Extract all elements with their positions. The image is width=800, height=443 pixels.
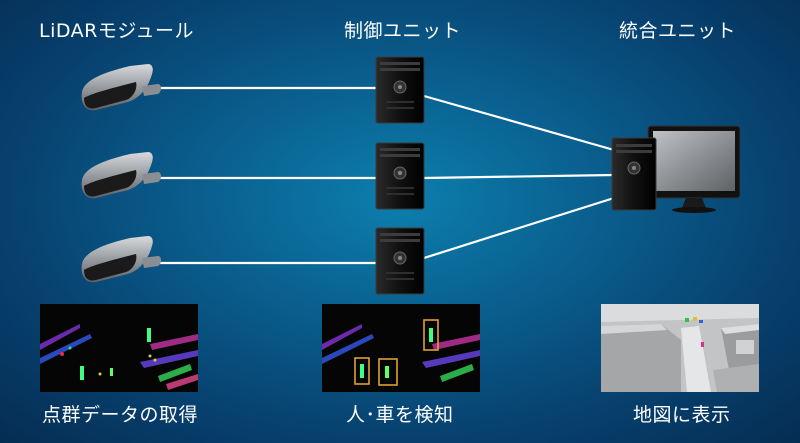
connection-line: [423, 173, 615, 180]
control-unit-server-icon: [375, 142, 425, 210]
pointcloud-thumbnail: [40, 304, 198, 392]
detection-box: [354, 357, 370, 385]
connection-line: [423, 94, 615, 152]
lidar-sensor-icon: [81, 64, 161, 111]
lidar-sensor-icon: [81, 152, 161, 199]
map-caption: 地図に表示: [633, 404, 731, 426]
integration-unit-computer-icon: [611, 125, 741, 213]
detection-box: [423, 319, 439, 351]
lidar-module-heading: LiDARモジュール: [39, 20, 195, 42]
control-unit-server-icon: [375, 56, 425, 124]
detection-thumbnail: [322, 304, 480, 392]
pointcloud-caption: 点群データの取得: [42, 404, 199, 426]
detection-box: [378, 358, 398, 386]
control-unit-heading: 制御ユニット: [344, 20, 462, 42]
connection-lines: [158, 86, 615, 265]
control-unit-server-icon: [375, 227, 425, 295]
lidar-sensor-icon: [81, 236, 161, 283]
connection-line: [423, 196, 615, 260]
detection-caption: 人･車を検知: [346, 404, 454, 426]
integration-unit-heading: 統合ユニット: [619, 20, 737, 42]
map-thumbnail: [601, 304, 759, 392]
